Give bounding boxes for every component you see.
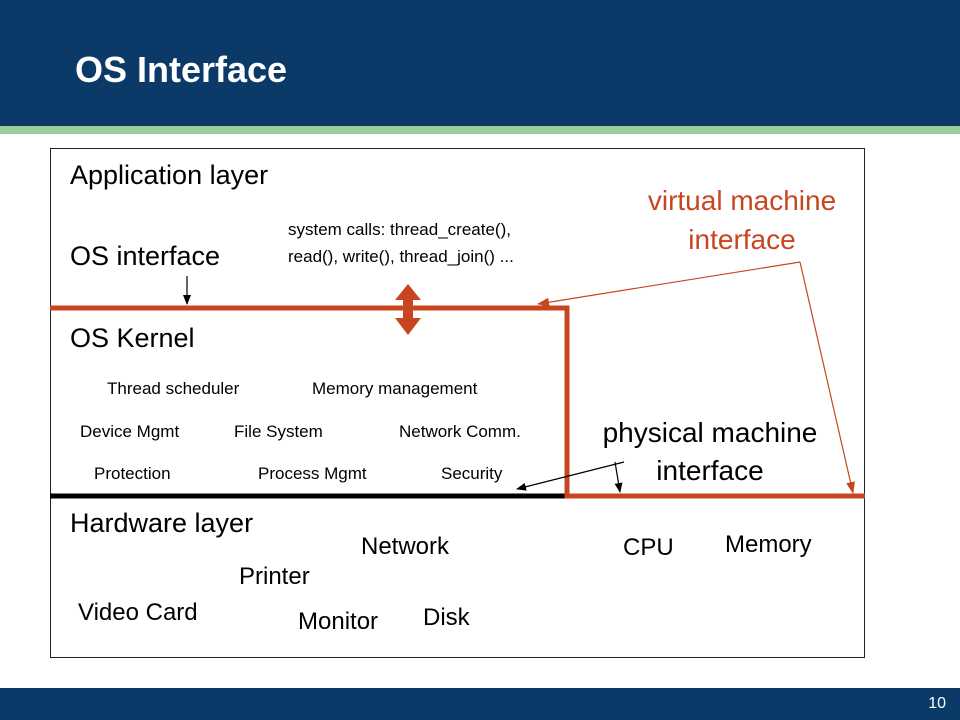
kernel-thread-scheduler: Thread scheduler bbox=[107, 379, 240, 398]
slide-header: OS Interface bbox=[0, 0, 960, 126]
system-call-double-arrow bbox=[395, 284, 421, 335]
kernel-device-mgmt: Device Mgmt bbox=[80, 422, 180, 441]
hardware-cpu: CPU bbox=[623, 534, 674, 561]
virtual-machine-arrow-2 bbox=[799, 261, 855, 494]
system-calls-line-2: read(), write(), thread_join() ... bbox=[288, 247, 514, 266]
application-layer-label: Application layer bbox=[70, 160, 269, 190]
virtual-machine-label-line-1: virtual machine bbox=[647, 185, 837, 216]
virtual-machine-interface-line bbox=[50, 305, 865, 499]
physical-machine-arrow bbox=[516, 461, 625, 491]
os-interface-label: OS interface bbox=[70, 241, 221, 271]
kernel-file-system: File System bbox=[234, 422, 323, 441]
system-calls-line-1: system calls: thread_create(), bbox=[288, 220, 511, 239]
slide-footer: 10 bbox=[0, 688, 960, 720]
page-number: 10 bbox=[928, 695, 946, 712]
kernel-memory-management: Memory management bbox=[312, 379, 478, 398]
virtual-machine-label-line-2: interface bbox=[688, 224, 796, 255]
kernel-protection: Protection bbox=[94, 464, 171, 483]
hardware-video-card: Video Card bbox=[78, 599, 198, 626]
hardware-printer: Printer bbox=[239, 563, 310, 590]
diagram-frame bbox=[50, 148, 865, 658]
physical-machine-label-line-1: physical machine bbox=[602, 417, 818, 448]
hardware-disk: Disk bbox=[423, 604, 470, 631]
kernel-process-mgmt: Process Mgmt bbox=[258, 464, 367, 483]
virtual-machine-arrow bbox=[537, 261, 801, 307]
hardware-monitor: Monitor bbox=[298, 608, 379, 635]
slide-title: OS Interface bbox=[75, 49, 288, 90]
physical-machine-arrow-2 bbox=[614, 461, 623, 493]
hardware-memory: Memory bbox=[725, 531, 812, 558]
hardware-layer-label: Hardware layer bbox=[70, 508, 254, 538]
physical-machine-label-line-2: interface bbox=[656, 455, 764, 486]
kernel-security: Security bbox=[441, 464, 503, 483]
hardware-network: Network bbox=[361, 533, 450, 560]
header-stripe bbox=[0, 126, 960, 134]
kernel-network-comm: Network Comm. bbox=[399, 422, 521, 441]
os-kernel-label: OS Kernel bbox=[70, 323, 195, 353]
